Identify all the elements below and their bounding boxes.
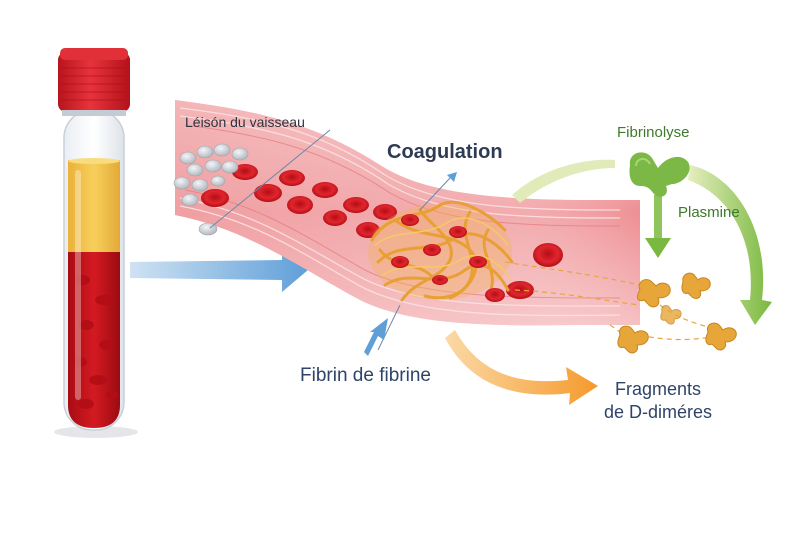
coagulation-label: Coagulation bbox=[387, 141, 503, 163]
plasmin-arrow bbox=[645, 195, 671, 258]
blue-arrow bbox=[130, 248, 308, 292]
red-blood-cell-icon bbox=[201, 164, 563, 299]
lesion-label: Léisón du vaisseau bbox=[185, 114, 305, 130]
fibrin-label: Fibrin de fibrine bbox=[300, 365, 431, 386]
coagulation-leader bbox=[419, 172, 457, 211]
orange-arrow bbox=[445, 330, 598, 405]
fragments-label: Fragments de D-diméres bbox=[604, 378, 712, 424]
fibrin-clot-icon bbox=[368, 200, 514, 302]
blood-vessel bbox=[175, 100, 640, 326]
lesion-leader-line bbox=[209, 129, 331, 229]
d-dimer-fragment-icon bbox=[617, 272, 737, 354]
plasmin-enzyme-icon bbox=[629, 152, 690, 197]
fibrinolysis-arc bbox=[512, 159, 615, 203]
platelet-icon bbox=[173, 143, 249, 236]
green-arrow-curve bbox=[688, 165, 772, 325]
fibrin-leader bbox=[364, 304, 401, 356]
fragments-label-line2: de D-diméres bbox=[604, 402, 713, 422]
fragments-label-line1: Fragments bbox=[615, 379, 702, 399]
plasmin-label: Plasmine bbox=[678, 204, 740, 221]
blood-tube-icon bbox=[54, 48, 138, 438]
fibrinolysis-label: Fibrinolyse bbox=[617, 124, 690, 141]
